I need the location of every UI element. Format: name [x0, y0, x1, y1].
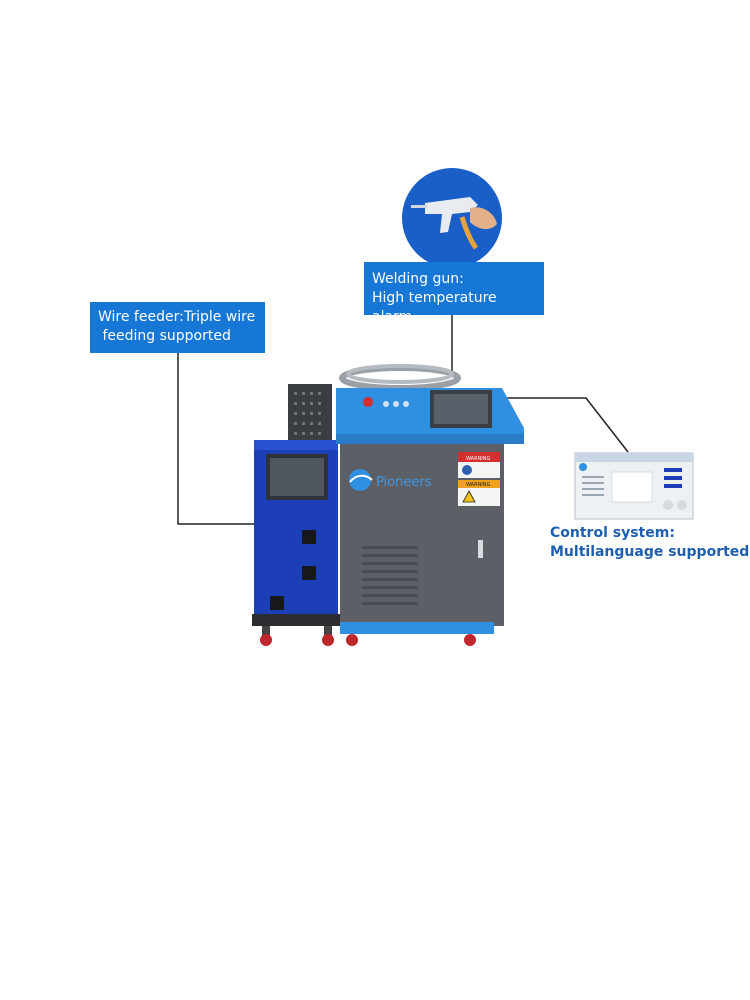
control-system-leader-line	[492, 397, 629, 453]
wire-feeder-callout-line2: feeding supported	[98, 328, 231, 344]
wire-feeder-callout: Wire feeder:Triple wire feeding supporte…	[90, 302, 265, 353]
main-machine	[336, 364, 524, 646]
control-system-label-line1: Control system:	[550, 525, 675, 541]
control-system-label: Control system: Multilanguage supported	[550, 524, 749, 562]
control-system-screenshot	[574, 452, 694, 520]
welding-gun-photo	[402, 168, 502, 268]
control-system-label-line2: Multilanguage supported	[550, 544, 750, 560]
welding-gun-callout-line1: Welding gun:	[372, 271, 464, 287]
welding-gun-callout-line2: High temperature alarm	[372, 290, 497, 325]
wire-feeder-cabinet	[252, 440, 342, 646]
welding-gun-callout: Welding gun: High temperature alarm	[364, 262, 544, 325]
warning-label-1: WARNING	[466, 456, 491, 462]
warning-label-2: WARNING	[466, 482, 491, 488]
wire-feeder-callout-line1: Wire feeder:Triple wire	[98, 309, 256, 325]
wire-feeder-leader-line	[177, 353, 258, 525]
brand-logo-text: Pioneers	[376, 475, 432, 490]
